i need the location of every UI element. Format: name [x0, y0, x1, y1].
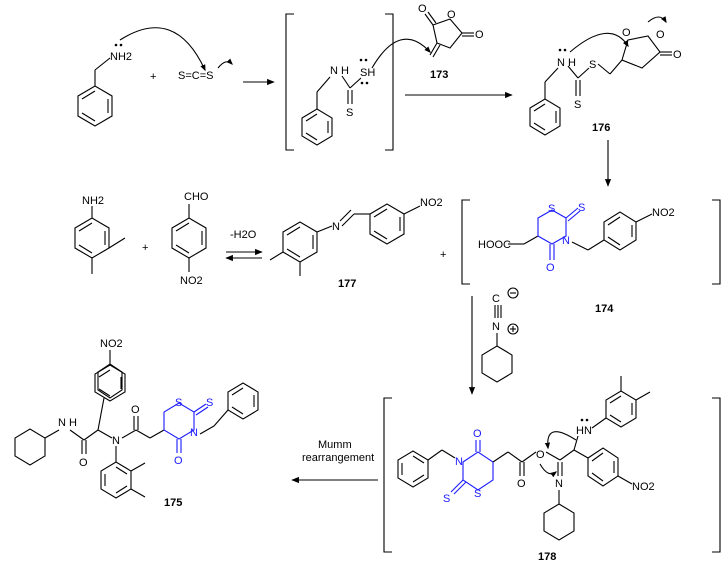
- plus-sign: +: [440, 249, 446, 261]
- isocyanide-c-label: C: [492, 293, 500, 305]
- thione-s-label: S: [346, 107, 353, 119]
- ring-s-label: S: [474, 488, 481, 500]
- curved-arrow: [647, 16, 667, 24]
- ring-n-label: N: [190, 427, 198, 439]
- dimethylaniline: NH2: [74, 195, 126, 274]
- imidate-intermediate-178: N O S S O O N NO2 HN: [383, 376, 721, 563]
- nh-label: N H: [557, 57, 576, 69]
- cyclohexyl-isocyanide: C N: [481, 287, 519, 383]
- compound-label: 176: [592, 122, 610, 134]
- product-175: N H O NO2 N O S S N O: [14, 338, 259, 509]
- thiadiazinane-acid-174: HOOC S S N O NO2 174: [461, 199, 721, 315]
- curved-arrow: [119, 27, 206, 72]
- carbonyl-o-label: O: [622, 27, 631, 39]
- compound-label: 173: [430, 69, 448, 81]
- benzylamine: NH2: [77, 43, 132, 127]
- compound-label: 178: [538, 551, 556, 563]
- nh-label: N H: [330, 65, 349, 77]
- rearrangement-condition: rearrangement: [302, 452, 374, 464]
- nitrobenzaldehyde: CHO NO2: [171, 191, 209, 287]
- amide-nh-label: N H: [58, 417, 77, 429]
- imine-n-label: N: [332, 221, 340, 233]
- imine-177: N NO2 177: [269, 197, 443, 290]
- curved-arrow: [217, 58, 233, 69]
- nitro-label: NO2: [652, 207, 675, 219]
- thione-s-label: S: [574, 99, 581, 111]
- ester-o-label: O: [536, 449, 545, 461]
- ring-s-label: S: [548, 203, 555, 215]
- carbonyl-o-label: O: [475, 29, 484, 41]
- nitro-label: NO2: [632, 481, 655, 493]
- ring-o-label: O: [656, 29, 665, 41]
- ring-n-label: N: [455, 456, 463, 468]
- curved-arrow: [569, 32, 629, 53]
- amine-nh2-label: NH2: [110, 51, 132, 63]
- imidate-n-label: N: [555, 478, 563, 490]
- carbonyl-o-label: O: [673, 49, 682, 61]
- amide-n-label: N: [112, 435, 120, 447]
- itaconic-anhydride-173: O O O 173: [418, 3, 484, 81]
- curved-arrow: [539, 463, 558, 478]
- carbon-disulfide: S=C=S: [178, 70, 213, 82]
- thione-s-label: S: [578, 202, 585, 214]
- carbonyl-o-label: O: [131, 404, 140, 416]
- curved-arrow: [544, 431, 577, 450]
- thione-s-label: S: [443, 493, 450, 505]
- compound-label: 175: [164, 497, 182, 509]
- compound-label: 177: [338, 278, 356, 290]
- mumm-condition: Mumm: [318, 439, 352, 451]
- isocyanide-n-label: N: [492, 321, 500, 333]
- cs2-label: S=C=S: [178, 70, 213, 82]
- nitro-label: NO2: [180, 275, 203, 287]
- ring-s-label: S: [175, 397, 182, 409]
- thione-s-label: S: [206, 397, 213, 409]
- nitro-label: NO2: [100, 338, 123, 350]
- sh-label: SH: [360, 67, 375, 79]
- carbonyl-o-label: O: [473, 428, 482, 440]
- plus-sign: +: [142, 242, 148, 254]
- carboxylic-acid-label: HOOC: [478, 239, 511, 251]
- nitro-label: NO2: [420, 197, 443, 209]
- compound-label: 174: [595, 303, 614, 315]
- carbonyl-o-label: O: [174, 455, 183, 467]
- aldehyde-label: CHO: [184, 191, 209, 203]
- compound-176: N H S S O O O 176: [529, 27, 682, 136]
- carbonyl-o-label: O: [517, 478, 526, 490]
- carbonyl-o-label: O: [418, 3, 427, 15]
- plus-sign: +: [150, 71, 156, 83]
- ring-n-label: N: [562, 235, 570, 247]
- carbonyl-o-label: O: [546, 262, 555, 274]
- ring-o-label: O: [447, 9, 456, 21]
- carbonyl-o-label: O: [79, 457, 88, 469]
- dithiocarbamic-acid-intermediate: N H SH S: [285, 13, 394, 151]
- thioether-s-label: S: [589, 59, 596, 71]
- amine-hn-label: HN: [576, 425, 592, 437]
- amine-nh2-label: NH2: [82, 195, 104, 207]
- dehydration-condition: -H2O: [230, 229, 257, 241]
- curved-arrow: [371, 38, 431, 69]
